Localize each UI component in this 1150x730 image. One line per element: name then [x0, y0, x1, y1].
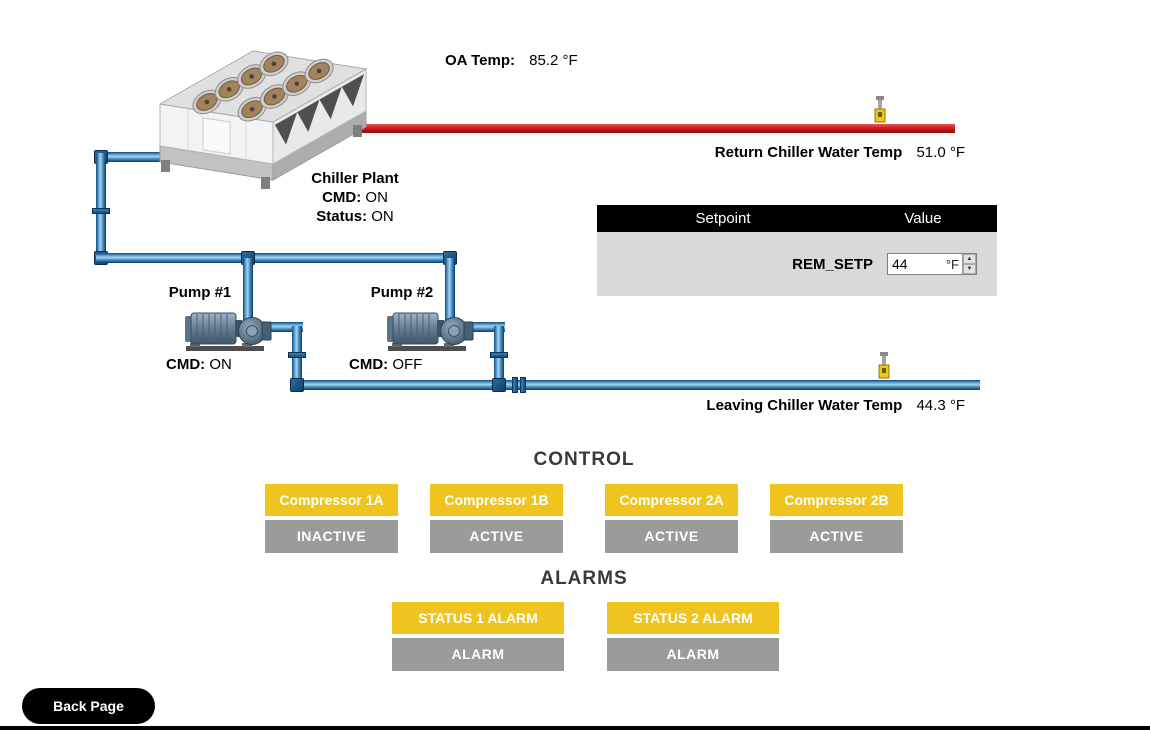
oa-temp-value: 85.2 °F: [529, 52, 578, 69]
setpoint-decrement-button[interactable]: ▼: [963, 264, 976, 274]
return-temp-sensor-icon: [874, 96, 886, 123]
setpoint-col-header: Setpoint: [695, 210, 751, 227]
compressor-1a-status: INACTIVE: [265, 520, 398, 553]
status-1-alarm-tile[interactable]: STATUS 1 ALARM ALARM: [392, 602, 564, 671]
value-col-header: Value: [904, 210, 942, 227]
fan-icon: [259, 51, 289, 77]
pump1-cmd-label: CMD:: [166, 356, 206, 373]
setpoint-input-box: °F ▲ ▼: [887, 253, 977, 275]
return-temp-label: Return Chiller Water Temp: [714, 144, 903, 161]
pump2-cmd-label: CMD:: [349, 356, 389, 373]
chiller-cmd-label: CMD:: [322, 189, 362, 206]
compressor-1b-label: Compressor 1B: [430, 484, 563, 516]
coil-icon: [341, 74, 365, 107]
pipe-tee-fitting: [492, 378, 506, 392]
status-2-alarm-status: ALARM: [607, 638, 779, 671]
pump1-cmd: CMD: ON: [166, 356, 232, 373]
pump1-graphic: [185, 312, 272, 351]
compressor-2b-status: ACTIVE: [770, 520, 903, 553]
chiller-status-label: Status:: [316, 208, 368, 225]
leaving-temp-label: Leaving Chiller Water Temp: [706, 397, 903, 414]
compressor-2a-status: ACTIVE: [605, 520, 738, 553]
setpoint-row: REM_SETP °F ▲ ▼: [597, 232, 997, 296]
leaving-temp-sensor-icon: [878, 352, 890, 379]
back-page-button[interactable]: Back Page: [22, 688, 155, 724]
pump1-outlet-jog-pipe: [243, 322, 303, 332]
status-1-alarm-label: STATUS 1 ALARM: [392, 602, 564, 634]
coil-icon: [297, 99, 320, 132]
pump2-cmd-value: OFF: [392, 356, 423, 373]
fan-icon: [237, 64, 267, 89]
return-temp: Return Chiller Water Temp 51.0 °F: [597, 144, 965, 161]
coil-icon: [274, 112, 298, 145]
chiller-unit-graphic: [158, 50, 368, 189]
chiller-supply-stub-pipe: [100, 152, 165, 162]
alarms-section-title: ALARMS: [540, 568, 628, 589]
pipe-flange: [92, 208, 110, 214]
setpoint-header: Setpoint Value: [597, 205, 997, 232]
return-temp-value: 51.0 °F: [916, 144, 965, 161]
upper-header-pipe: [96, 253, 456, 263]
pump2-graphic: [387, 312, 474, 351]
fan-icon: [192, 89, 222, 115]
leaving-water-pipe: [292, 380, 980, 390]
compressor-2b-tile[interactable]: Compressor 2B ACTIVE: [770, 484, 903, 553]
pipe-flange: [520, 377, 526, 393]
compressor-2a-tile[interactable]: Compressor 2A ACTIVE: [605, 484, 738, 553]
compressor-1a-tile[interactable]: Compressor 1A INACTIVE: [265, 484, 398, 553]
status-1-alarm-status: ALARM: [392, 638, 564, 671]
status-2-alarm-label: STATUS 2 ALARM: [607, 602, 779, 634]
return-water-pipe: [358, 124, 955, 133]
setpoint-unit: °F: [945, 256, 959, 272]
rem-setp-label: REM_SETP: [792, 255, 873, 273]
fan-icon: [237, 96, 267, 122]
compressor-1a-label: Compressor 1A: [265, 484, 398, 516]
compressor-1b-status: ACTIVE: [430, 520, 563, 553]
compressor-2b-label: Compressor 2B: [770, 484, 903, 516]
oa-temp-label: OA Temp:: [445, 52, 515, 69]
pump2-outlet-jog-pipe: [445, 322, 505, 332]
pump2-name: Pump #2: [370, 284, 434, 301]
pump2-cmd: CMD: OFF: [349, 356, 422, 373]
fan-icon: [259, 84, 289, 109]
compressor-2a-label: Compressor 2A: [605, 484, 738, 516]
pump1-cmd-value: ON: [209, 356, 232, 373]
control-section-title: CONTROL: [533, 449, 635, 470]
status-2-alarm-tile[interactable]: STATUS 2 ALARM ALARM: [607, 602, 779, 671]
compressor-1b-tile[interactable]: Compressor 1B ACTIVE: [430, 484, 563, 553]
pump1-name: Pump #1: [168, 284, 232, 301]
pump2-inlet-pipe: [445, 258, 455, 328]
chiller-cmd-line: CMD: ON: [280, 188, 430, 207]
pipe-elbow-fitting: [290, 378, 304, 392]
chiller-status-line: Status: ON: [280, 207, 430, 226]
pump1-inlet-pipe: [243, 258, 253, 328]
leaving-temp: Leaving Chiller Water Temp 44.3 °F: [597, 397, 965, 414]
pipe-flange: [288, 352, 306, 358]
pipe-flange: [490, 352, 508, 358]
setpoint-input[interactable]: [888, 256, 926, 272]
chiller-status-block: Chiller Plant CMD: ON Status: ON: [280, 169, 430, 226]
fan-icon: [304, 58, 334, 84]
setpoint-spinner: ▲ ▼: [962, 254, 976, 274]
chiller-cmd-value: ON: [365, 189, 388, 206]
setpoint-increment-button[interactable]: ▲: [963, 254, 976, 264]
chiller-title: Chiller Plant: [311, 170, 399, 187]
leaving-temp-value: 44.3 °F: [916, 397, 965, 414]
coil-icon: [319, 86, 342, 120]
fan-icon: [282, 71, 312, 96]
oa-temp: OA Temp: 85.2 °F: [445, 52, 578, 69]
bottom-border: [0, 726, 1150, 730]
pipe-flange: [512, 377, 518, 393]
chiller-status-value: ON: [371, 208, 394, 225]
setpoint-panel: Setpoint Value REM_SETP °F ▲ ▼: [597, 205, 997, 296]
